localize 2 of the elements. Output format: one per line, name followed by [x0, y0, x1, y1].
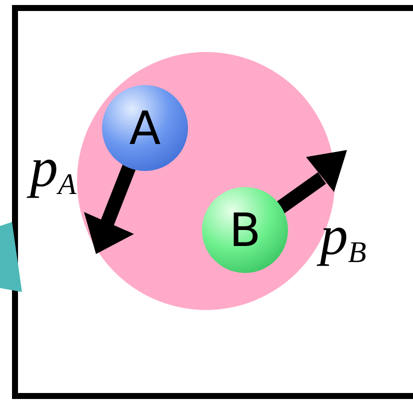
ball-label: B	[229, 207, 261, 253]
ball-label: A	[129, 105, 161, 151]
